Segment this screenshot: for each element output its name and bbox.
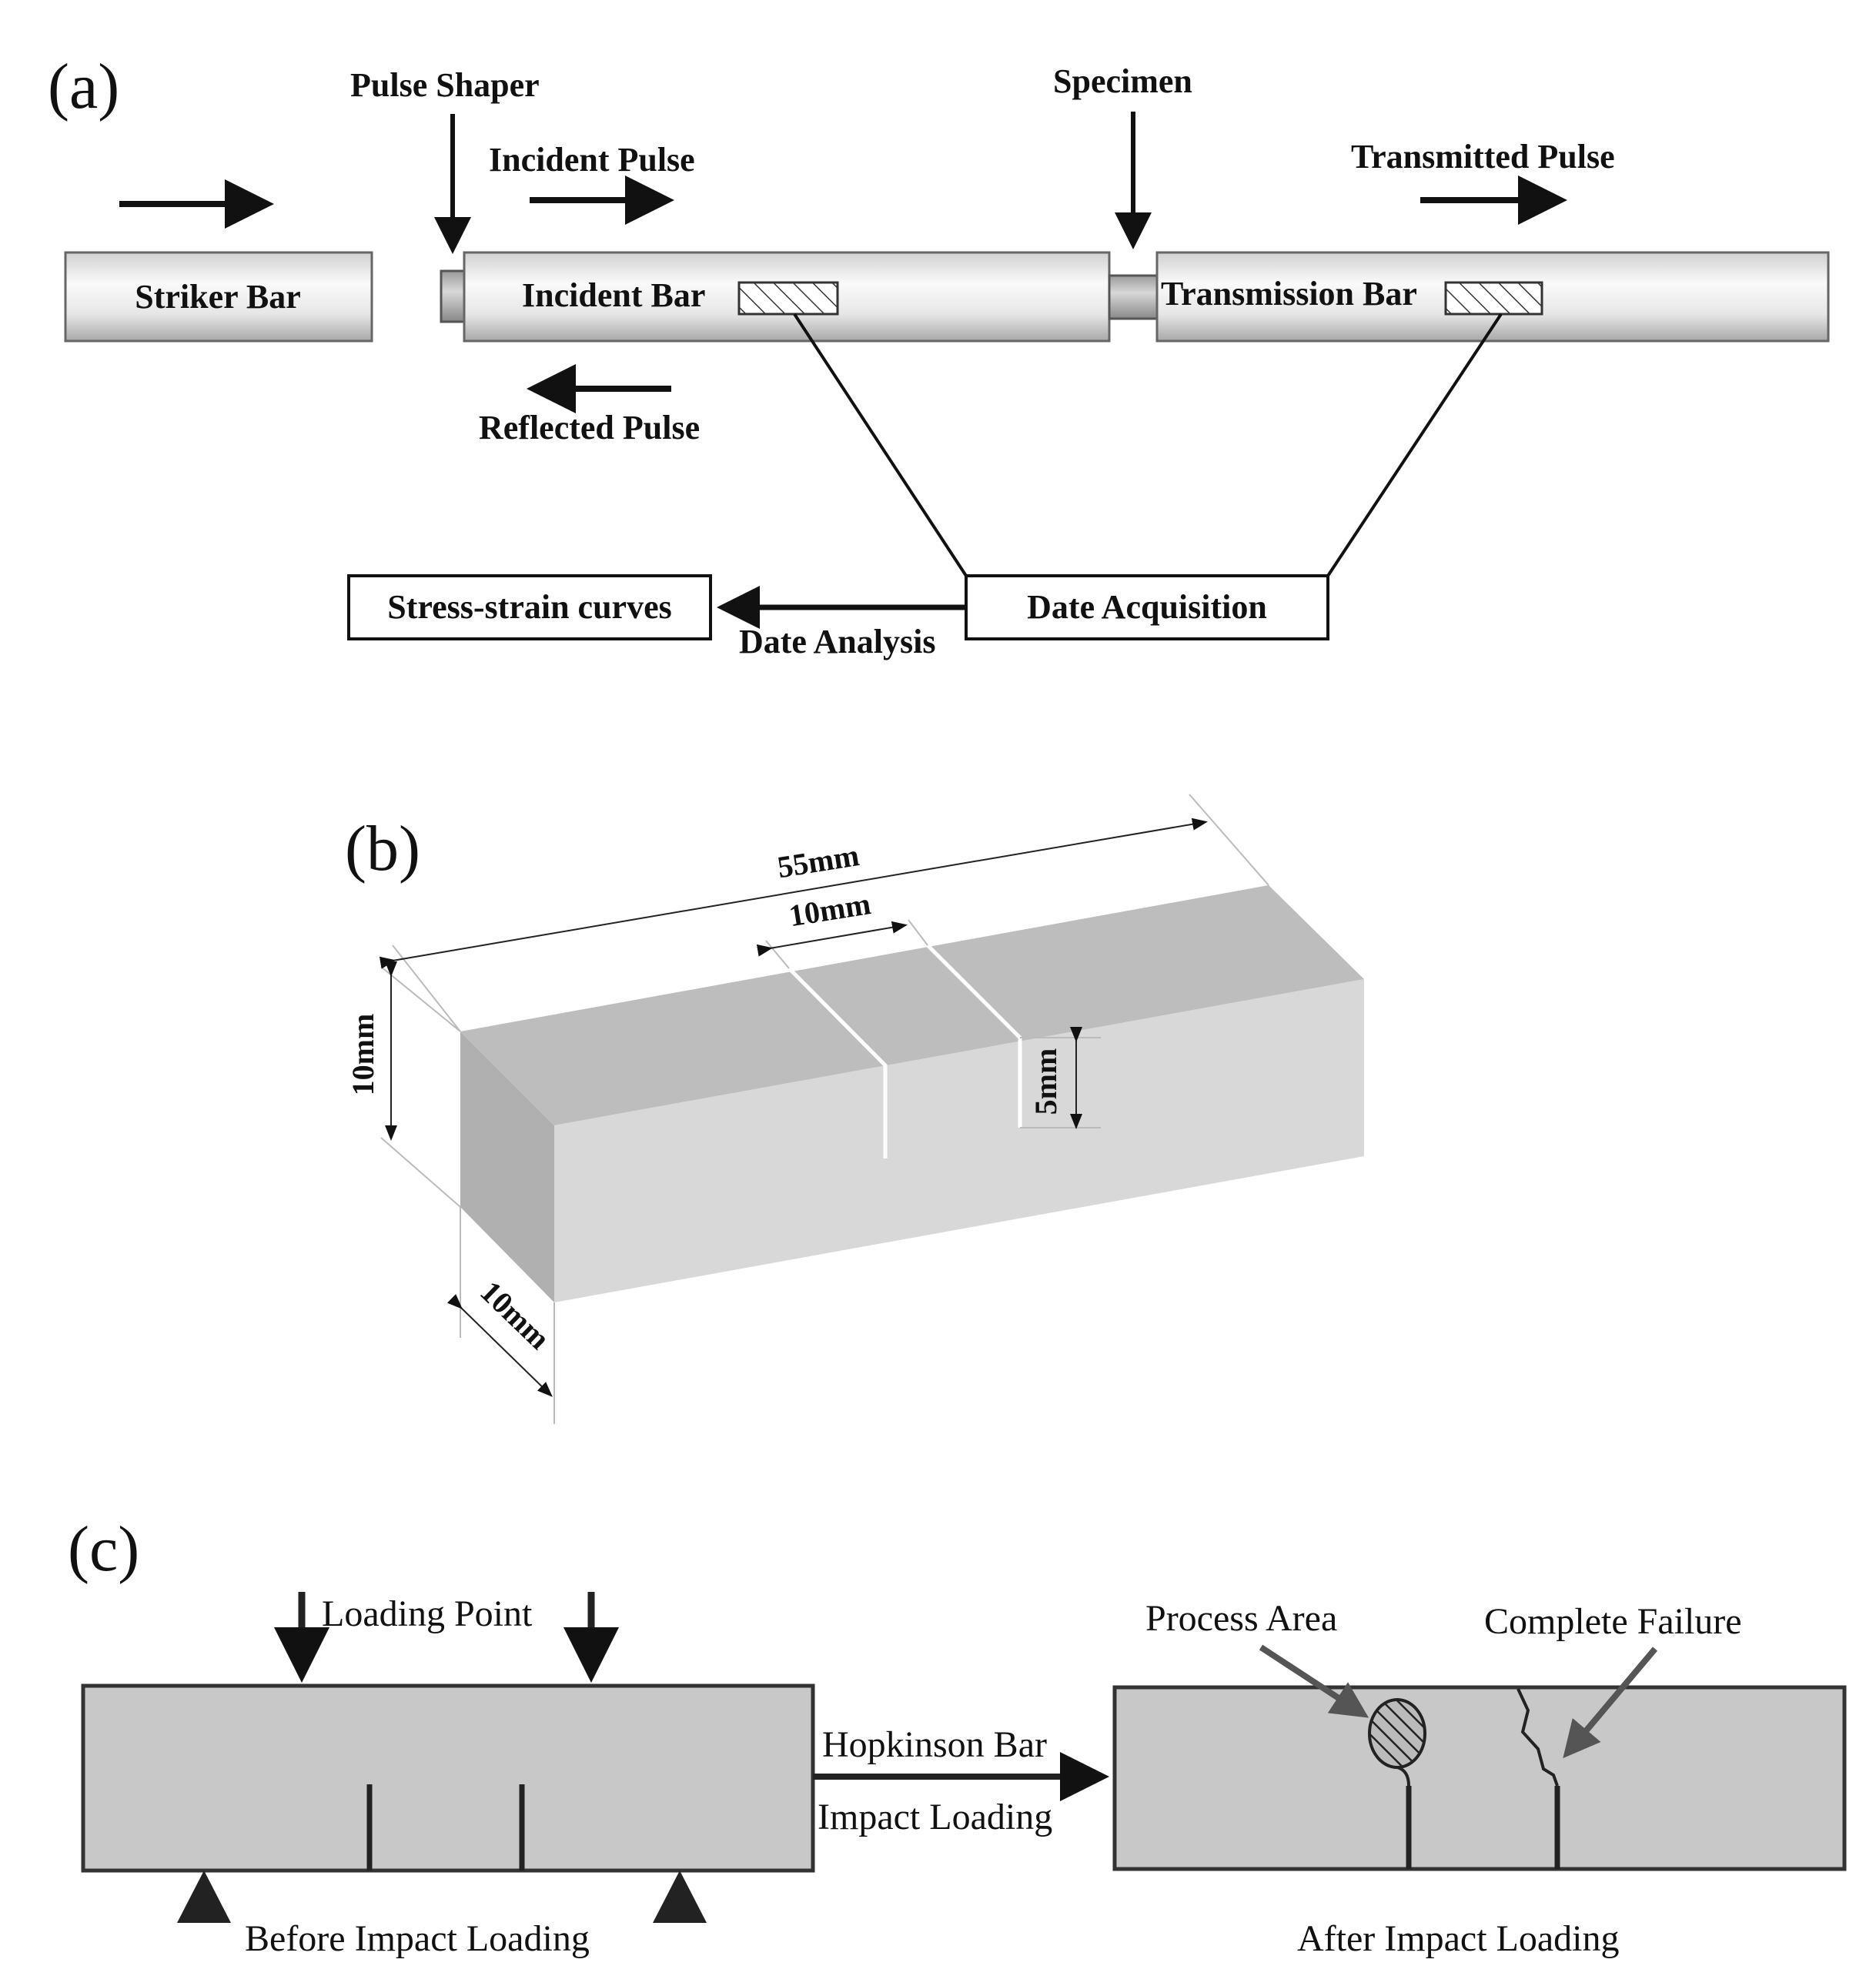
panel-b: (b) 55mm 10mm 10mm 5mm 10mm — [345, 794, 1364, 1424]
date-acquisition-label: Date Acquisition — [1027, 588, 1267, 626]
panel-b-label: (b) — [345, 813, 420, 884]
block-end-face — [460, 1031, 554, 1302]
specimen-label: Specimen — [1053, 62, 1192, 100]
incident-bar-label: Incident Bar — [522, 276, 705, 314]
process-area-zone — [1368, 1698, 1426, 1769]
notch-left — [788, 967, 888, 1158]
stress-strain-box — [347, 574, 712, 640]
date-analysis-label: Date Analysis — [739, 623, 935, 660]
hopkinson-bar-label: Hopkinson Bar — [822, 1724, 1047, 1765]
dim-ext-55-right — [1189, 794, 1269, 886]
support-left — [177, 1871, 231, 1923]
striker-bar — [64, 251, 373, 343]
panel-c-label: (c) — [68, 1513, 139, 1585]
failure-crack — [1517, 1688, 1559, 1787]
dim-height-label: 10mm — [346, 1014, 380, 1096]
block-front-face — [554, 979, 1364, 1302]
pulse-shaper-label: Pulse Shaper — [350, 66, 540, 104]
beam-before — [81, 1683, 815, 1873]
loading-point-label: Loading Point — [322, 1593, 533, 1634]
date-acquisition-box — [965, 574, 1329, 640]
beam-after — [1112, 1685, 1847, 1871]
transmission-gauge-wire — [1326, 313, 1503, 577]
stress-strain-label: Stress-strain curves — [387, 588, 671, 626]
dim-ext-h-bottom — [380, 1137, 461, 1208]
pulse-shaper — [440, 269, 466, 323]
panel-a: (a) Striker Bar Pulse Shaper Incident Pu… — [48, 51, 1830, 660]
dim-ext-10-left — [765, 940, 790, 969]
incident-pulse-label: Incident Pulse — [489, 141, 695, 179]
dim-notch-spacing-line — [756, 921, 908, 957]
before-impact-label: Before Impact Loading — [245, 1918, 590, 1959]
dim-55mm-label: 55mm — [775, 838, 861, 884]
dim-ext-h-top — [380, 966, 461, 1032]
transmission-bar-label: Transmission Bar — [1161, 275, 1417, 313]
panel-c: (c) Loading Point Before Impact Loading … — [68, 1513, 1847, 1959]
process-area-crack — [1396, 1766, 1410, 1787]
reflected-pulse-label: Reflected Pulse — [479, 409, 700, 446]
complete-failure-label: Complete Failure — [1484, 1601, 1742, 1642]
specimen — [1108, 274, 1159, 320]
support-right — [653, 1871, 707, 1923]
transmitted-pulse-label: Transmitted Pulse — [1351, 138, 1615, 176]
striker-bar-label: Striker Bar — [135, 278, 301, 316]
transmission-strain-gauge — [1444, 281, 1543, 316]
dim-notch-spacing-label: 10mm — [787, 886, 873, 933]
incident-gauge-wire — [793, 313, 968, 577]
impact-loading-label: Impact Loading — [818, 1797, 1052, 1837]
process-area-label: Process Area — [1145, 1598, 1337, 1639]
dim-width-line — [446, 1294, 553, 1397]
after-impact-label: After Impact Loading — [1297, 1918, 1620, 1959]
complete-failure-arrow — [1563, 1647, 1658, 1759]
panel-a-label: (a) — [48, 51, 119, 122]
dim-notch-depth-label: 5mm — [1028, 1048, 1063, 1115]
incident-strain-gauge — [737, 281, 839, 316]
dim-ext-10-right — [908, 919, 928, 946]
process-area-arrow — [1259, 1644, 1369, 1718]
dim-55mm-line — [379, 817, 1208, 969]
